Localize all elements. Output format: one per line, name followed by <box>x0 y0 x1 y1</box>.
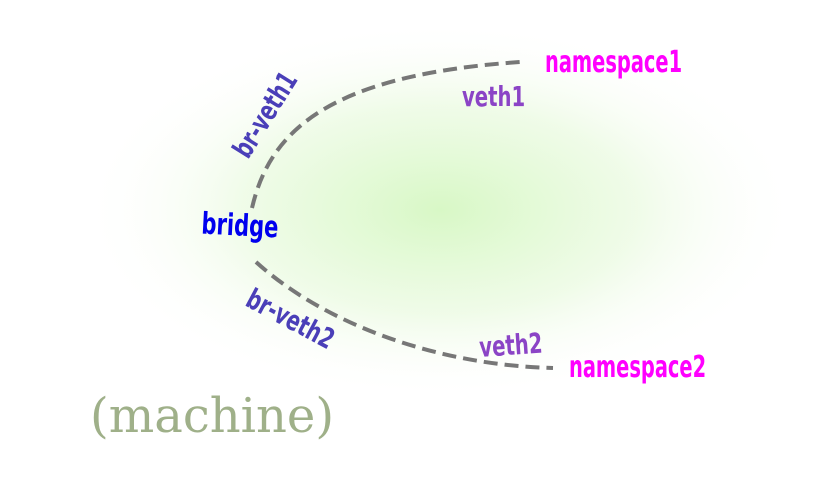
link-bridge-namespace2 <box>254 260 554 370</box>
veth1-label: veth1 <box>462 80 525 112</box>
namespace1-label: namespace1 <box>545 46 682 80</box>
namespace2-label: namespace2 <box>569 351 706 385</box>
machine-area <box>80 20 800 400</box>
machine-label: (machine) <box>90 388 334 444</box>
bridge-label: bridge <box>201 207 280 246</box>
veth2-label: veth2 <box>478 327 543 364</box>
link-bridge-namespace1 <box>250 60 521 209</box>
